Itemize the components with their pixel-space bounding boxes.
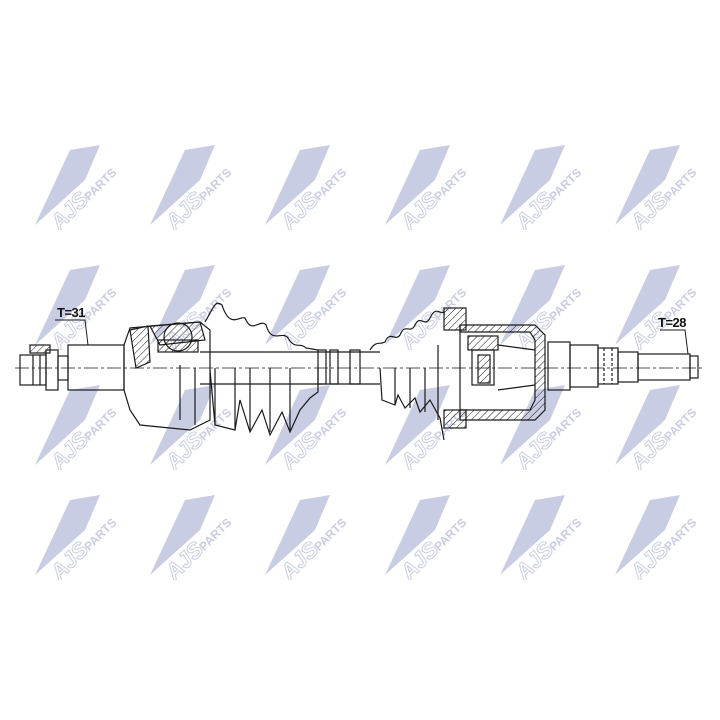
inner-spline-stub: [547, 341, 699, 391]
inner-boot: [369, 310, 445, 441]
outer-boot: [204, 302, 319, 437]
leader-left: [55, 319, 89, 346]
outer-cv-joint: [123, 321, 211, 431]
leader-right: [660, 329, 689, 355]
spline-label-left: T=31: [57, 305, 86, 320]
spline-label-right: T=28: [658, 315, 687, 330]
outer-spline-stub: [19, 344, 125, 391]
inner-tripod-joint-housing: [443, 307, 546, 429]
shaft: [200, 349, 380, 385]
